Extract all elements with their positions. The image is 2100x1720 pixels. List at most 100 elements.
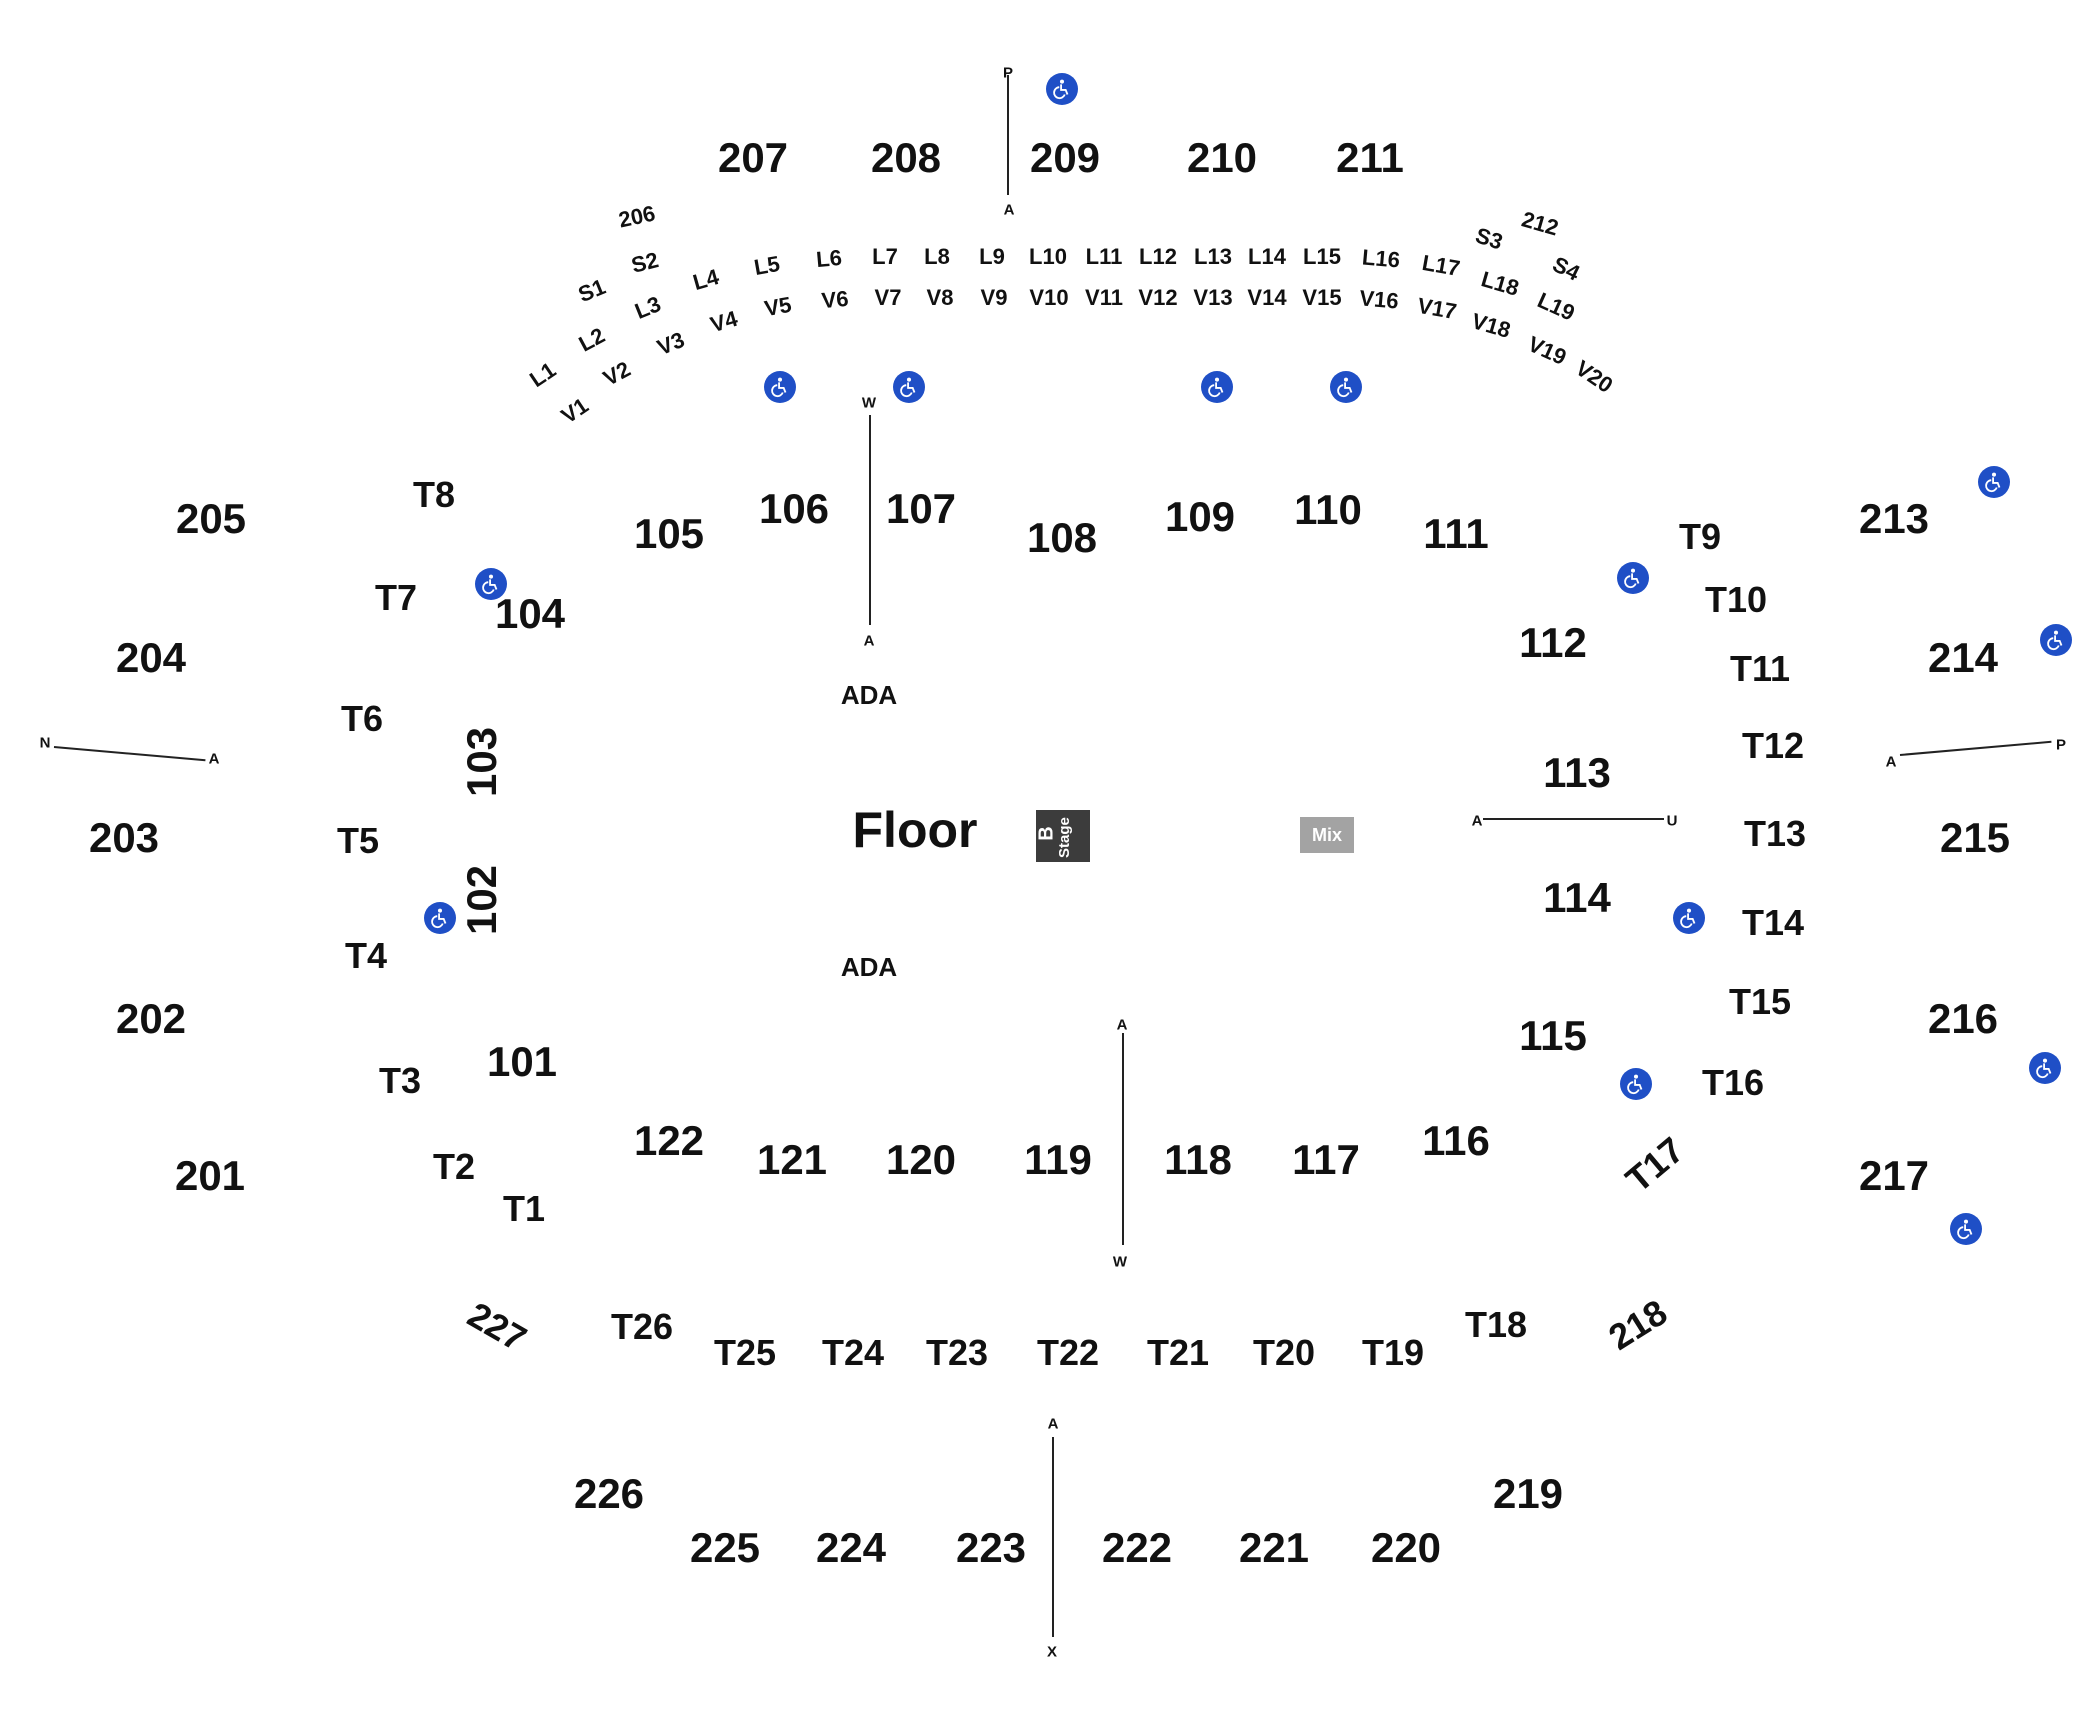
box-l5[interactable]: L5 <box>752 250 782 281</box>
section-221[interactable]: 221 <box>1238 1524 1310 1571</box>
section-103[interactable]: 103 <box>458 726 505 798</box>
section-114[interactable]: 114 <box>1543 874 1611 921</box>
section-111[interactable]: 111 <box>1423 510 1489 557</box>
box-v4[interactable]: V4 <box>707 305 741 338</box>
section-214[interactable]: 214 <box>1927 634 1999 681</box>
table-t9[interactable]: T9 <box>1678 516 1722 557</box>
section-101[interactable]: 101 <box>486 1038 558 1085</box>
section-218[interactable]: 218 <box>1601 1291 1675 1358</box>
section-225[interactable]: 225 <box>689 1524 761 1571</box>
box-l10[interactable]: L10 <box>1029 244 1067 269</box>
table-t16[interactable]: T16 <box>1701 1062 1765 1103</box>
box-l16[interactable]: L16 <box>1361 244 1402 273</box>
section-203[interactable]: 203 <box>88 814 160 861</box>
section-113[interactable]: 113 <box>1543 749 1611 796</box>
ada-label[interactable]: ADA <box>840 680 898 710</box>
section-116[interactable]: 116 <box>1422 1117 1490 1164</box>
table-t21[interactable]: T21 <box>1146 1332 1210 1373</box>
table-t23[interactable]: T23 <box>925 1332 989 1373</box>
table-t4[interactable]: T4 <box>344 935 388 976</box>
box-v17[interactable]: V17 <box>1415 292 1459 325</box>
section-122[interactable]: 122 <box>633 1117 705 1164</box>
section-211[interactable]: 211 <box>1336 134 1404 181</box>
box-s2[interactable]: S2 <box>628 247 661 278</box>
box-l6[interactable]: L6 <box>815 244 843 273</box>
section-206[interactable]: 206 <box>616 200 658 233</box>
box-s3[interactable]: S3 <box>1472 222 1506 255</box>
section-121[interactable]: 121 <box>756 1136 828 1183</box>
table-t7[interactable]: T7 <box>374 577 418 618</box>
table-t12[interactable]: T12 <box>1741 725 1805 766</box>
box-l14[interactable]: L14 <box>1248 244 1286 269</box>
section-112[interactable]: 112 <box>1519 619 1587 666</box>
box-l15[interactable]: L15 <box>1303 244 1341 269</box>
table-t14[interactable]: T14 <box>1741 902 1805 943</box>
box-v8[interactable]: V8 <box>926 285 954 310</box>
box-l9[interactable]: L9 <box>979 244 1005 269</box>
box-l1[interactable]: L1 <box>525 357 561 393</box>
section-110[interactable]: 110 <box>1294 486 1362 533</box>
box-l18[interactable]: L18 <box>1478 266 1522 301</box>
section-217[interactable]: 217 <box>1858 1152 1930 1199</box>
box-l3[interactable]: L3 <box>631 291 665 324</box>
box-v19[interactable]: V19 <box>1524 331 1571 370</box>
ada-label[interactable]: ADA <box>840 952 898 982</box>
section-204[interactable]: 204 <box>115 634 187 681</box>
box-v14[interactable]: V14 <box>1247 285 1287 310</box>
table-t26[interactable]: T26 <box>610 1306 674 1347</box>
section-118[interactable]: 118 <box>1164 1136 1232 1183</box>
box-l4[interactable]: L4 <box>690 263 722 296</box>
table-t22[interactable]: T22 <box>1036 1332 1100 1373</box>
section-105[interactable]: 105 <box>633 510 705 557</box>
box-l12[interactable]: L12 <box>1139 244 1177 269</box>
table-t20[interactable]: T20 <box>1252 1332 1316 1373</box>
table-t13[interactable]: T13 <box>1743 813 1807 854</box>
section-223[interactable]: 223 <box>955 1524 1027 1571</box>
section-209[interactable]: 209 <box>1029 134 1101 181</box>
box-l11[interactable]: L11 <box>1085 244 1123 269</box>
box-v13[interactable]: V13 <box>1193 285 1233 310</box>
box-v7[interactable]: V7 <box>874 285 902 310</box>
section-106[interactable]: 106 <box>758 485 830 532</box>
table-t25[interactable]: T25 <box>713 1332 777 1373</box>
table-t17[interactable]: T17 <box>1617 1128 1692 1201</box>
box-l17[interactable]: L17 <box>1420 249 1462 282</box>
box-v16[interactable]: V16 <box>1358 285 1400 314</box>
section-213[interactable]: 213 <box>1858 495 1930 542</box>
section-108[interactable]: 108 <box>1026 514 1098 561</box>
section-201[interactable]: 201 <box>174 1152 246 1199</box>
box-v9[interactable]: V9 <box>980 285 1008 310</box>
section-205[interactable]: 205 <box>175 495 247 542</box>
table-t6[interactable]: T6 <box>340 698 384 739</box>
table-t8[interactable]: T8 <box>412 474 456 515</box>
section-120[interactable]: 120 <box>885 1136 957 1183</box>
box-l2[interactable]: L2 <box>574 322 609 357</box>
table-t24[interactable]: T24 <box>821 1332 885 1373</box>
table-t19[interactable]: T19 <box>1361 1332 1425 1373</box>
box-v12[interactable]: V12 <box>1138 285 1178 310</box>
box-v10[interactable]: V10 <box>1029 285 1069 310</box>
section-210[interactable]: 210 <box>1186 134 1258 181</box>
section-220[interactable]: 220 <box>1370 1524 1442 1571</box>
box-v5[interactable]: V5 <box>762 291 794 322</box>
section-222[interactable]: 222 <box>1101 1524 1173 1571</box>
box-v20[interactable]: V20 <box>1571 355 1618 398</box>
box-v11[interactable]: V11 <box>1085 285 1123 310</box>
box-l19[interactable]: L19 <box>1533 287 1579 326</box>
table-t18[interactable]: T18 <box>1464 1304 1528 1345</box>
section-227[interactable]: 227 <box>460 1293 534 1360</box>
table-t3[interactable]: T3 <box>378 1060 422 1101</box>
box-v15[interactable]: V15 <box>1302 285 1342 310</box>
box-s4[interactable]: S4 <box>1548 251 1584 286</box>
section-119[interactable]: 119 <box>1024 1136 1092 1183</box>
floor-label[interactable]: Floor <box>852 802 978 858</box>
section-109[interactable]: 109 <box>1164 493 1236 540</box>
section-212[interactable]: 212 <box>1519 206 1562 241</box>
section-224[interactable]: 224 <box>815 1524 887 1571</box>
section-115[interactable]: 115 <box>1519 1012 1587 1059</box>
section-202[interactable]: 202 <box>115 995 187 1042</box>
box-l13[interactable]: L13 <box>1194 244 1232 269</box>
table-t15[interactable]: T15 <box>1728 981 1792 1022</box>
table-t10[interactable]: T10 <box>1704 579 1768 620</box>
section-226[interactable]: 226 <box>573 1470 645 1517</box>
